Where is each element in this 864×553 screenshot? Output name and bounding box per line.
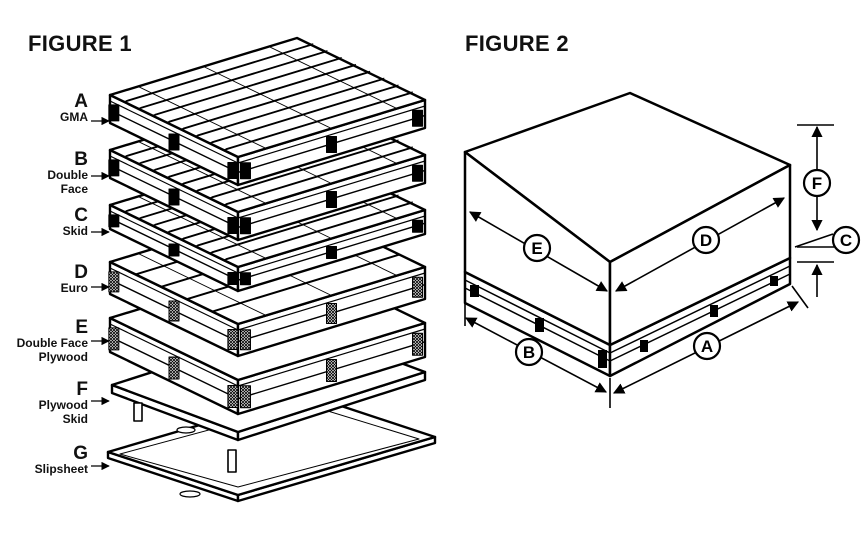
pallet-name: Double (47, 168, 88, 182)
dimension-d: D (691, 225, 721, 255)
figure-2-dimension-labels: A B C D E F (514, 168, 861, 367)
pallet-letter: D (74, 262, 88, 283)
pallet-letter: F (76, 379, 88, 400)
dimension-letter: E (531, 239, 542, 258)
pallet-label-double-face-plywood: E Double Face Plywood (17, 318, 88, 365)
figure-2-load-drawing (463, 91, 792, 378)
pallet-name: GMA (60, 110, 88, 124)
figure-1-title: FIGURE 1 (28, 31, 132, 56)
pallet-name: Skid (62, 411, 88, 426)
pallet-label-skid: C Skid (63, 206, 88, 239)
pallet-letter: A (74, 91, 88, 112)
pallet-name: Slipsheet (34, 462, 88, 476)
pallet-label-plywood-skid: F Plywood Skid (39, 380, 88, 427)
dimension-b: B (514, 337, 544, 367)
pallet-letter: E (75, 317, 88, 338)
dimension-letter: B (523, 343, 535, 362)
dimension-letter: D (700, 231, 712, 250)
pallet-label-euro: D Euro (61, 263, 88, 296)
figure-2-title: FIGURE 2 (465, 31, 569, 56)
pallet-name: Euro (60, 281, 88, 295)
pallet-name: Face (60, 181, 88, 196)
pallet-name: Plywood (38, 398, 88, 412)
pallet-gma (108, 36, 427, 187)
dimension-letter: A (701, 337, 713, 356)
pallet-letter: G (73, 443, 88, 464)
dimension-letter: F (812, 174, 822, 193)
pallet-label-double-face: B Double Face (47, 150, 88, 197)
pallet-label-slipsheet: G Slipsheet (35, 444, 88, 477)
pallet-name: Skid (62, 224, 88, 238)
dimension-a: A (692, 331, 722, 361)
dimension-c: C (831, 225, 861, 255)
dimension-e: E (522, 233, 552, 263)
pallet-name: Plywood (38, 349, 88, 364)
pallet-letter: C (74, 205, 88, 226)
dimension-letter: C (840, 231, 852, 250)
pallet-letter: B (74, 149, 88, 170)
pallet-name: Double Face (16, 336, 88, 350)
dimension-f: F (802, 168, 832, 198)
pallet-stack (106, 36, 437, 503)
label-arrows (91, 116, 110, 471)
pallet-label-gma: A GMA (60, 92, 88, 125)
